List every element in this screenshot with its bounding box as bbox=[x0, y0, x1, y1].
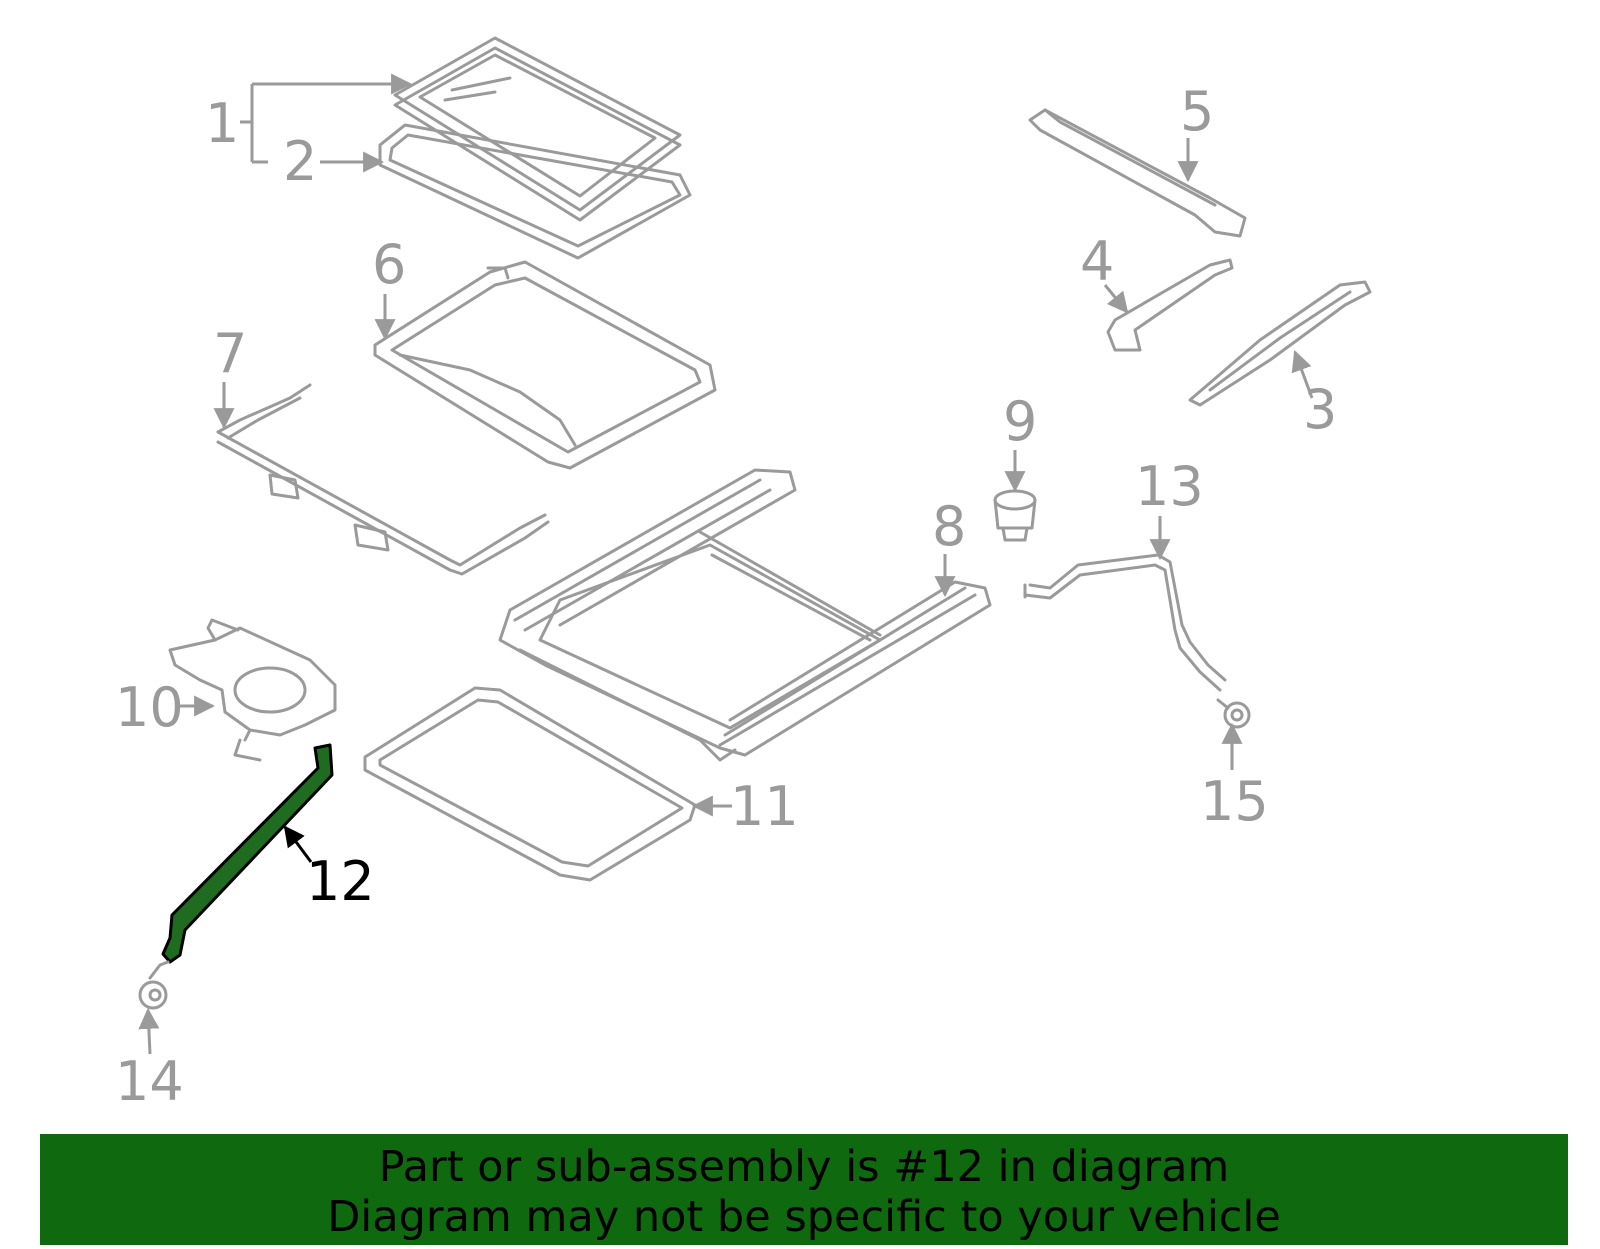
sunroof-glass-panel bbox=[393, 36, 682, 222]
callout-6: 6 bbox=[372, 233, 406, 296]
callout-12-highlighted: 12 bbox=[306, 850, 375, 913]
sunshade-frame bbox=[373, 260, 717, 470]
callout-5: 5 bbox=[1180, 80, 1214, 143]
front-deflector-rail bbox=[1028, 108, 1247, 238]
banner-line-1: Part or sub-assembly is #12 in diagram bbox=[378, 1142, 1230, 1192]
callout-11: 11 bbox=[730, 775, 799, 838]
callout-10: 10 bbox=[115, 676, 184, 739]
drain-hose-left-highlighted bbox=[161, 743, 334, 964]
callout-8: 8 bbox=[932, 495, 966, 558]
callout-14: 14 bbox=[115, 1050, 184, 1113]
guide-rail bbox=[1188, 280, 1372, 407]
sunroof-motor bbox=[168, 618, 337, 762]
callout-1: 1 bbox=[205, 92, 239, 155]
callout-7: 7 bbox=[213, 322, 247, 385]
callout-4: 4 bbox=[1080, 230, 1114, 293]
leader-lines bbox=[138, 84, 1314, 1055]
drain-hose-right bbox=[1023, 553, 1227, 692]
callout-3: 3 bbox=[1303, 378, 1337, 441]
sunroof-housing-frame bbox=[498, 468, 992, 762]
callout-9: 9 bbox=[1003, 390, 1037, 453]
info-banner: Part or sub-assembly is #12 in diagram D… bbox=[40, 1134, 1568, 1245]
callout-13: 13 bbox=[1135, 455, 1204, 518]
sunshade bbox=[216, 383, 550, 576]
hose-clip-left bbox=[138, 960, 170, 1010]
banner-line-2: Diagram may not be specific to your vehi… bbox=[327, 1192, 1281, 1242]
frame-seal bbox=[363, 686, 697, 882]
hose-clip-right bbox=[1216, 698, 1251, 729]
drain-grommet bbox=[993, 489, 1037, 542]
link-arm bbox=[1106, 258, 1234, 352]
callout-15: 15 bbox=[1200, 770, 1269, 833]
callout-2: 2 bbox=[283, 130, 317, 193]
